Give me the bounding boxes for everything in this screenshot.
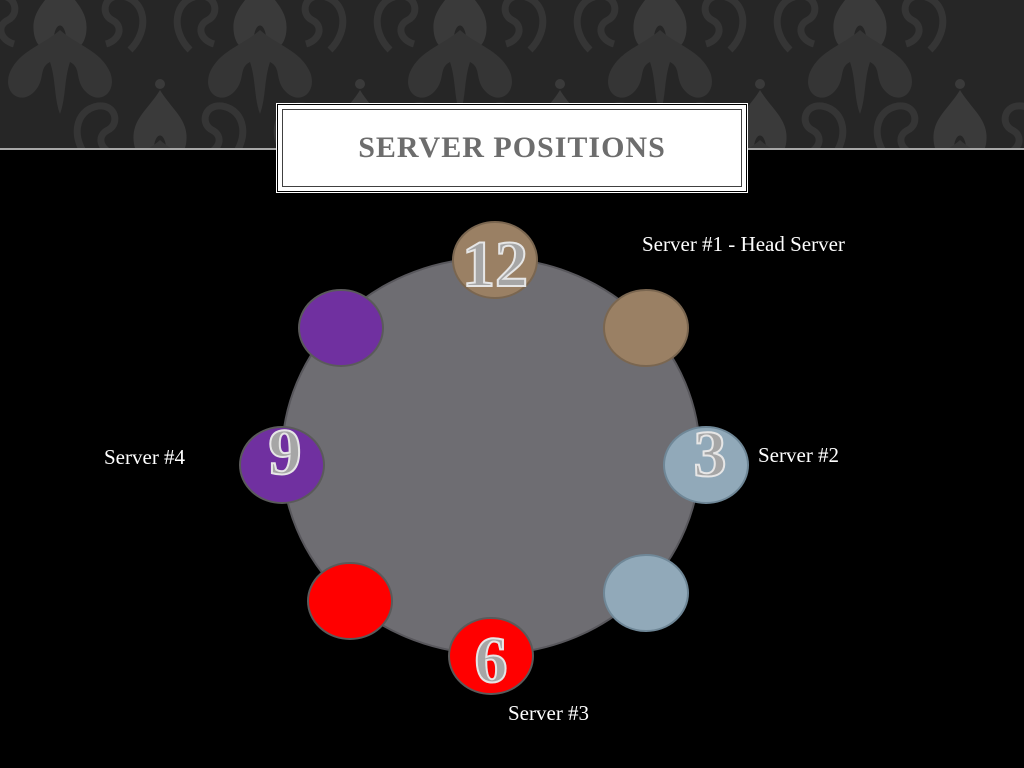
server-1-node-right (603, 289, 689, 367)
twelve-oclock-node (452, 221, 538, 299)
numeral-nine: 9 (269, 416, 302, 489)
label-server-3: Server #3 (508, 701, 590, 725)
server-3-node-left (307, 562, 393, 640)
label-server-1: Server #1 - Head Server (642, 232, 845, 256)
slide-title: Server Positions (358, 131, 666, 164)
six-oclock-node (448, 617, 534, 695)
label-server-4: Server #4 (104, 445, 186, 469)
server-4-node-upper (298, 289, 384, 367)
server-2-node-lower (603, 554, 689, 632)
nine-oclock-node (239, 426, 325, 504)
numeral-six: 6 (475, 624, 508, 697)
title-frame: Server Positions (282, 109, 742, 187)
label-server-2: Server #2 (758, 443, 840, 467)
numeral-twelve: 12 (462, 228, 528, 301)
title-box: Server Positions (276, 103, 748, 193)
three-oclock-node (663, 426, 749, 504)
numeral-three: 3 (694, 418, 727, 491)
